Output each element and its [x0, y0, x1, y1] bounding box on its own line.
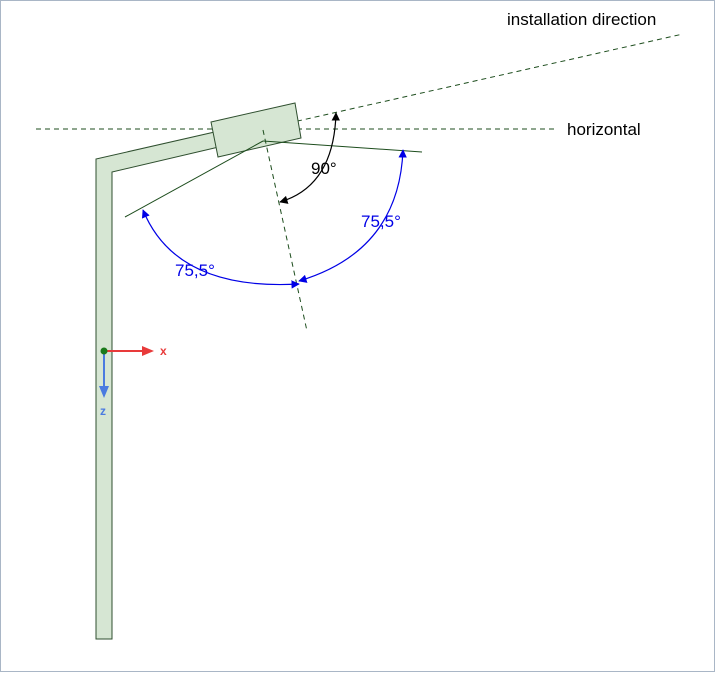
- x-axis-label: x: [160, 344, 167, 358]
- horizontal-label: horizontal: [567, 120, 641, 139]
- angle-left-label: 75,5°: [175, 261, 215, 280]
- angle-right-label: 75,5°: [361, 212, 401, 231]
- installation-direction-line: [217, 33, 684, 140]
- right-angle-arc-blue: [298, 149, 407, 283]
- right-reference-line: [262, 140, 423, 153]
- left-angle-arc: [141, 209, 300, 289]
- right-angle-label: 90°: [311, 159, 337, 178]
- z-axis-arrowhead: [99, 386, 109, 398]
- z-axis-label: z: [100, 404, 106, 418]
- left-reference-line: [124, 140, 264, 218]
- origin-dot: [100, 347, 108, 355]
- module-box: [210, 102, 302, 158]
- x-axis-arrowhead: [142, 346, 154, 356]
- normal-axis-line: [262, 129, 308, 332]
- installation-direction-label: installation direction: [507, 10, 656, 29]
- support-member: [95, 130, 224, 640]
